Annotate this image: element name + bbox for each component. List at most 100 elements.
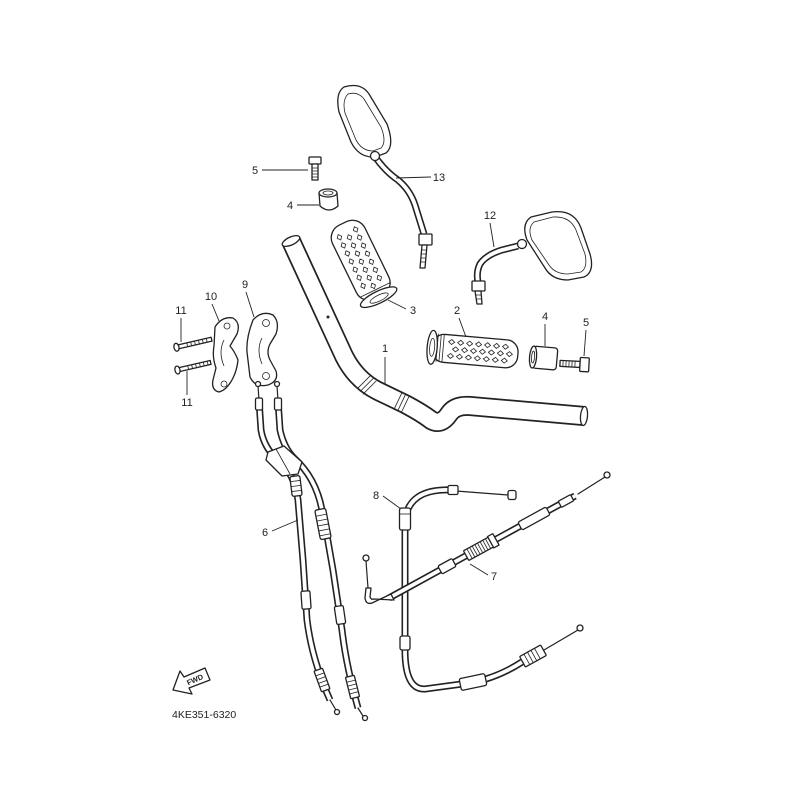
cable-6-right-bottom-wire [357, 707, 364, 717]
cable-6-junction-seam [275, 448, 291, 475]
cable-6-left-adjuster [313, 667, 331, 693]
cable-6-left-boot-ribs [290, 480, 302, 492]
screw-lower [174, 359, 212, 375]
cable-6-junction [265, 445, 303, 477]
leader-line-cable-7 [469, 563, 489, 576]
right-grip-end-hole [429, 337, 436, 357]
handlebar [281, 234, 589, 432]
right-mirror-glass [529, 216, 587, 275]
handlebar-tube-body [283, 237, 585, 431]
screw-lower-threads [187, 361, 209, 370]
right-mirror [471, 210, 593, 305]
cable-6-right-adjuster-body [345, 674, 360, 700]
cable-7-elbow-fitting [364, 587, 395, 605]
cable-6-right-boot-ribs [315, 513, 331, 537]
left-mirror-nut [418, 233, 433, 246]
left-grip [330, 219, 398, 309]
left-mirror-ball-joint [369, 150, 381, 162]
right-collar [528, 345, 559, 371]
screw-upper-head [173, 342, 180, 352]
handlebar-holder-lower [211, 317, 239, 393]
left-mirror-glass [343, 92, 385, 152]
left-grip-ring [359, 282, 391, 298]
cable-8-lower-sleeve [399, 635, 411, 651]
callout-holder-lower: 10 [205, 291, 217, 303]
handlebar-punch-mark [326, 315, 330, 319]
leader-line-holder-lower [211, 303, 220, 322]
leader-line-left-mirror [395, 176, 432, 179]
left-mirror-thread-lines [420, 249, 427, 263]
cable-6-right-boot-body [314, 507, 332, 541]
cable-6-right-top-ferrule [273, 397, 283, 411]
cable-6-left-top-ferrule [254, 397, 264, 411]
holder-lower-hole-bottom [220, 380, 228, 388]
right-grip [426, 329, 519, 369]
leader-lines [180, 169, 587, 576]
cable-7-end-wire [365, 560, 369, 589]
left-mirror-head [337, 84, 392, 158]
holder-lower-hole-top [223, 322, 231, 330]
right-bolt-head [579, 356, 590, 373]
cable-7-assembly [362, 471, 611, 605]
callout-upper-collar: 4 [287, 200, 293, 212]
diagram-code: 4KE351-6320 [172, 709, 236, 721]
cable-6-left-bottom-ball [333, 708, 341, 716]
holder-upper-saddle [258, 337, 263, 365]
cable-6-right-bottom-ball [361, 714, 369, 722]
left-grip-texture [336, 226, 383, 290]
holder-upper-hole-bottom [262, 372, 270, 380]
upper-collar [318, 188, 339, 211]
right-bolt-threads [562, 360, 576, 368]
left-mirror-stem [374, 156, 426, 235]
cable-8-top-barrel [507, 489, 517, 501]
cable-6-left-adjuster-body [313, 667, 331, 693]
cable-8-bottom-sleeve [458, 673, 488, 691]
fwd-arrow-icon: FWD [172, 667, 211, 695]
handlebar-knurl-band-left [357, 375, 377, 395]
callout-upper-bolt: 5 [252, 165, 258, 177]
leader-line-holder-upper [245, 291, 255, 318]
right-mirror-nut [471, 280, 486, 292]
upper-bolt-threads [312, 167, 318, 178]
cable-7-end-ball [362, 554, 370, 562]
callout-labels: 5 13 4 12 3 11 10 9 2 4 5 1 11 8 6 7 [175, 165, 589, 583]
cable-8-end-wire [543, 629, 579, 651]
leader-line-cable-6 [271, 519, 299, 532]
right-grip-end-flange [426, 329, 439, 365]
right-mirror-thread-lines [475, 294, 482, 300]
callout-right-grip: 2 [454, 305, 460, 317]
right-mirror-thread [474, 290, 483, 305]
callout-cable-8: 8 [373, 490, 379, 502]
callout-right-mirror: 12 [484, 210, 496, 222]
screw-upper [173, 336, 213, 352]
handlebar-right-end [579, 405, 589, 427]
cable-7-upper-sleeve [517, 506, 551, 531]
leader-line-cable-8 [382, 495, 402, 510]
leader-line-right-grip [458, 317, 467, 338]
cable-8-assembly [398, 484, 584, 693]
right-mirror-ball-joint [516, 238, 528, 250]
cable-6-right-end-ball [273, 380, 281, 388]
right-mirror-head [524, 210, 593, 281]
cable-8-top-wire [455, 490, 509, 496]
callout-right-bolt: 5 [583, 317, 589, 329]
leader-line-right-bolt [583, 329, 587, 357]
cable-6-left-adjuster-knurl [315, 672, 329, 688]
cable-6-left-end-ball [254, 380, 262, 388]
cable-7-top-fitting [557, 494, 575, 508]
cable-7-adjuster-knurl [466, 538, 492, 559]
handlebar-left-end [281, 234, 301, 248]
upper-collar-top [318, 188, 338, 198]
cable-6-assembly [254, 380, 369, 722]
cable-7-top-ball [603, 471, 611, 479]
upper-bolt-head [308, 156, 322, 165]
holder-lower-saddle [220, 339, 225, 367]
callout-cable-7: 7 [491, 571, 497, 583]
upper-bolt-shank [311, 163, 319, 181]
leader-line-right-mirror [489, 222, 495, 248]
cable-8-housing [403, 488, 524, 691]
right-collar-face [528, 345, 538, 369]
right-collar-hole [531, 350, 536, 364]
callout-right-collar: 4 [542, 311, 548, 323]
